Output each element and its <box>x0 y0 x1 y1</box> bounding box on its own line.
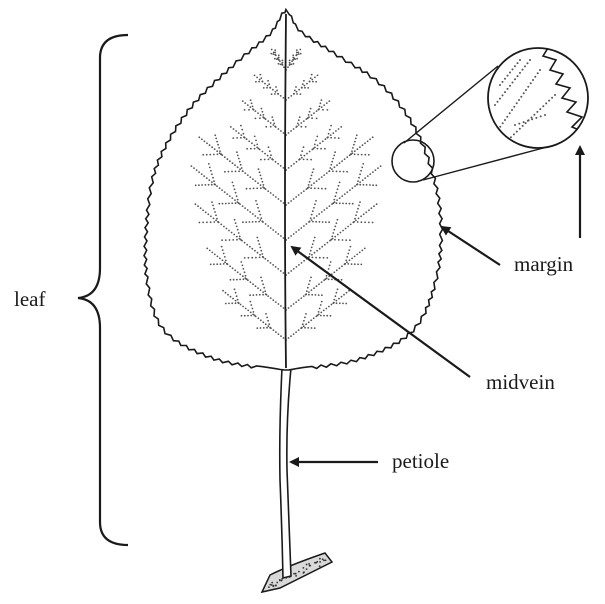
margin-zoom-detail <box>488 30 600 150</box>
zoom-connector-top <box>404 66 498 143</box>
margin-arrow <box>442 227 500 265</box>
label-margin: margin <box>514 252 574 276</box>
leaf-bracket <box>78 35 128 545</box>
label-midvein: midvein <box>486 370 555 394</box>
petiole-stalk <box>280 368 291 578</box>
label-leaf: leaf <box>14 287 45 311</box>
midvein-line <box>285 14 286 368</box>
label-petiole: petiole <box>392 449 449 473</box>
zoom-connector-bottom <box>423 147 547 180</box>
